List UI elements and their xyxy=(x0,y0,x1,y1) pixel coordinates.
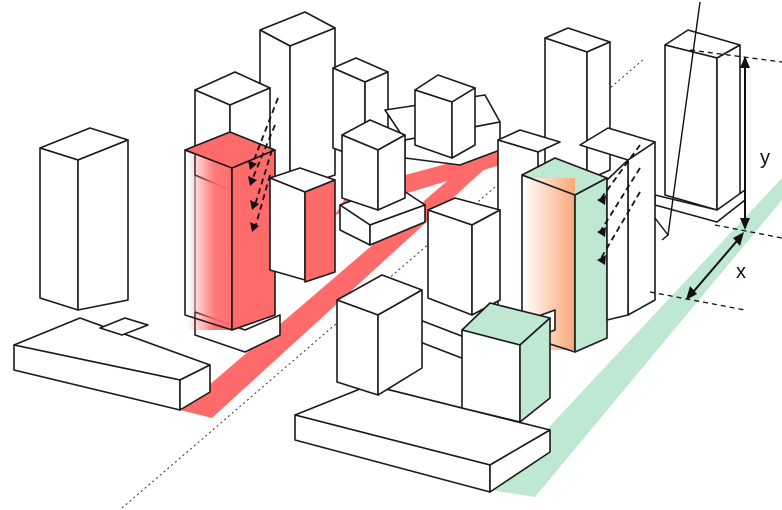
dimension-y-arrow-top xyxy=(740,56,750,68)
arrowheads-red xyxy=(248,160,259,232)
dimension-y-arrow-bottom xyxy=(740,218,750,230)
sight-line xyxy=(654,1,701,241)
building-center xyxy=(339,119,426,246)
building-front-podium xyxy=(294,384,551,493)
dashed-arrows-red xyxy=(251,97,279,229)
building-back-far-right xyxy=(654,29,746,223)
dashed-arrows-green xyxy=(599,144,641,261)
arrowheads-green xyxy=(597,195,606,265)
building-left-tower xyxy=(39,127,129,311)
building-red-facade xyxy=(184,131,336,353)
dimension-x-arrow-lower xyxy=(686,286,697,300)
dimension-x-label: x xyxy=(736,261,746,283)
dimension-x xyxy=(649,234,746,311)
dimension-y-label: y xyxy=(760,147,770,169)
building-back-right-low xyxy=(384,74,501,166)
dimension-y xyxy=(689,49,782,239)
building-front-box xyxy=(336,274,423,396)
building-green-facade-front xyxy=(461,302,551,423)
building-left-podium xyxy=(13,317,211,411)
dimension-x-arrow-upper xyxy=(733,232,744,246)
building-back-right-tall xyxy=(544,27,611,181)
green-street-band xyxy=(490,178,782,497)
